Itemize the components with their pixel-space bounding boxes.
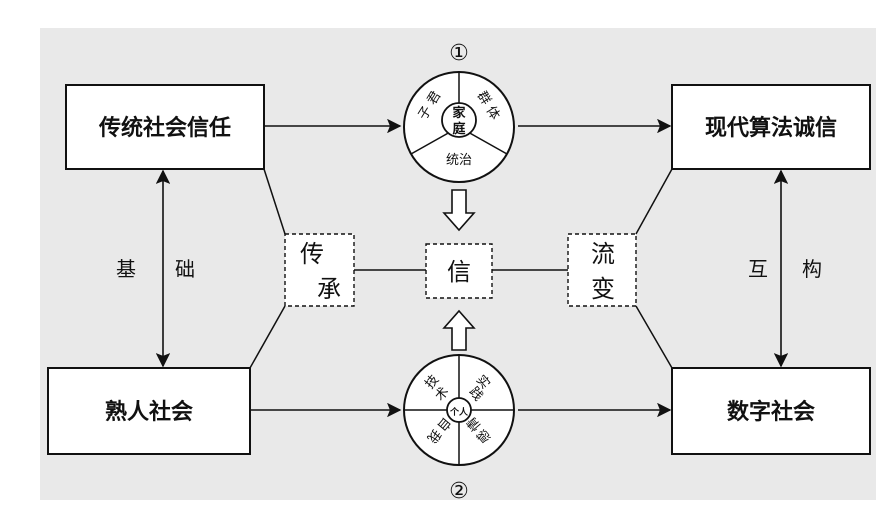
circle-bottom: 个人 技 术 实 践 自 我 情 感: [403, 354, 515, 466]
label-basis-2: 础: [175, 257, 195, 281]
box-acquaintance-society: 熟人社会: [47, 367, 251, 455]
box-digital-society-label: 数字社会: [727, 399, 815, 425]
circle-top: 家 庭 君 子 群 体 统治: [403, 71, 515, 183]
hollow-arrow-up: [442, 309, 476, 351]
inherit-char-1: 传: [300, 240, 324, 268]
label-mutual-1: 互: [748, 257, 768, 281]
box-modern-algorithm-integrity-label: 现代算法诚信: [705, 115, 837, 141]
line-top-left-to-inherit: [263, 168, 286, 235]
change-char-2: 变: [591, 275, 615, 303]
box-modern-algorithm-integrity: 现代算法诚信: [671, 84, 871, 170]
line-bottom-right-to-change: [635, 305, 673, 369]
box-acquaintance-society-label: 熟人社会: [105, 399, 193, 425]
line-top-right-to-change: [635, 168, 673, 235]
inherit-char-2: 承: [317, 275, 341, 303]
box-digital-society: 数字社会: [671, 367, 871, 455]
box-traditional-trust: 传统社会信任: [65, 84, 265, 170]
dashed-box-trust: 信: [425, 243, 493, 299]
change-char-1: 流: [591, 240, 615, 268]
label-basis-1: 基: [116, 257, 136, 281]
line-bottom-left-to-inherit: [249, 305, 286, 369]
circle-top-center-char-1: 家: [452, 105, 466, 121]
circle-bottom-center: 个人: [449, 406, 469, 418]
circle-number-2: ②: [449, 479, 469, 504]
dashed-box-inherit: 传 承: [284, 233, 355, 307]
dashed-box-change: 流 变: [567, 233, 637, 307]
box-traditional-trust-label: 传统社会信任: [98, 115, 231, 141]
trust-char: 信: [447, 258, 471, 286]
circle-top-bottom-label: 统治: [446, 153, 472, 168]
circle-top-center-char-2: 庭: [452, 121, 466, 137]
hollow-arrow-down: [442, 189, 476, 232]
label-mutual-2: 构: [802, 257, 822, 281]
circle-number-1: ①: [449, 41, 469, 66]
